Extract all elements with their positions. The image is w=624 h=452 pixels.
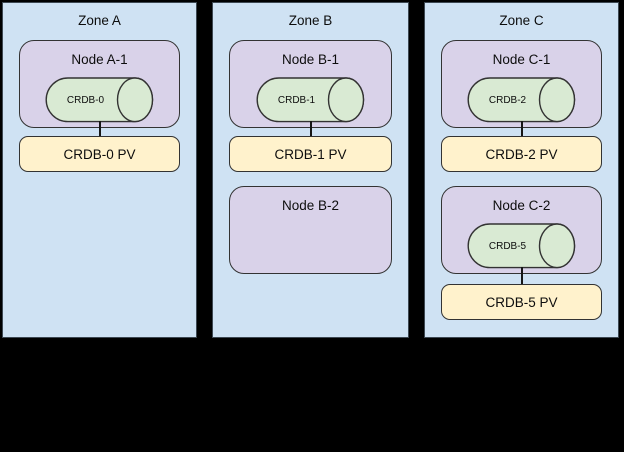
crdb-1-database-cylinder-icon: CRDB-1 xyxy=(256,77,366,123)
node-b-2-label: Node B-2 xyxy=(281,198,340,213)
crdb-2-database-cylinder-icon: CRDB-2 xyxy=(467,77,577,123)
zone-a: Zone A Node A-1 CRDB-0 CRDB-0 PV xyxy=(2,2,197,338)
node-b-1: Node B-1 CRDB-1 xyxy=(229,40,392,128)
crdb-5-label: CRDB-5 xyxy=(488,240,527,252)
node-c-2-label: Node C-2 xyxy=(492,198,551,213)
crdb-2-pv-label: CRDB-2 PV xyxy=(485,146,558,162)
crdb-2-pv-connector-line xyxy=(520,121,523,137)
node-a-1-label: Node A-1 xyxy=(71,52,128,67)
crdb-2-pv-box: CRDB-2 PV xyxy=(441,136,602,172)
crdb-2-label: CRDB-2 xyxy=(488,94,527,106)
crdb-1-label: CRDB-1 xyxy=(277,94,316,106)
crdb-5-database-cylinder-icon: CRDB-5 xyxy=(467,223,577,269)
node-b-1-label: Node B-1 xyxy=(281,52,340,67)
crdb-0-pv-box: CRDB-0 PV xyxy=(19,136,180,172)
zone-b: Zone B Node B-1 CRDB-1 CRDB-1 PV Node B-… xyxy=(212,2,409,338)
crdb-0-label: CRDB-0 xyxy=(66,94,105,106)
crdb-5-pv-label: CRDB-5 PV xyxy=(485,294,558,310)
node-c-1: Node C-1 CRDB-2 xyxy=(441,40,602,128)
zone-c: Zone C Node C-1 CRDB-2 CRDB-2 PV Node C-… xyxy=(424,2,619,338)
zone-b-title: Zone B xyxy=(288,13,333,28)
crdb-5-pv-box: CRDB-5 PV xyxy=(441,284,602,320)
node-c-2: Node C-2 CRDB-5 xyxy=(441,186,602,274)
zone-c-title: Zone C xyxy=(499,13,544,28)
node-a-1: Node A-1 CRDB-0 xyxy=(19,40,180,128)
crdb-1-pv-box: CRDB-1 PV xyxy=(229,136,392,172)
node-c-1-label: Node C-1 xyxy=(492,52,551,67)
crdb-5-pv-connector-line xyxy=(520,267,523,285)
crdb-1-pv-connector-line xyxy=(309,121,312,137)
zone-a-title: Zone A xyxy=(78,13,121,28)
crdb-0-database-cylinder-icon: CRDB-0 xyxy=(45,77,155,123)
node-b-2: Node B-2 xyxy=(229,186,392,274)
crdb-1-pv-label: CRDB-1 PV xyxy=(274,146,347,162)
crdb-0-pv-label: CRDB-0 PV xyxy=(63,146,136,162)
crdb-0-pv-connector-line xyxy=(98,121,101,137)
